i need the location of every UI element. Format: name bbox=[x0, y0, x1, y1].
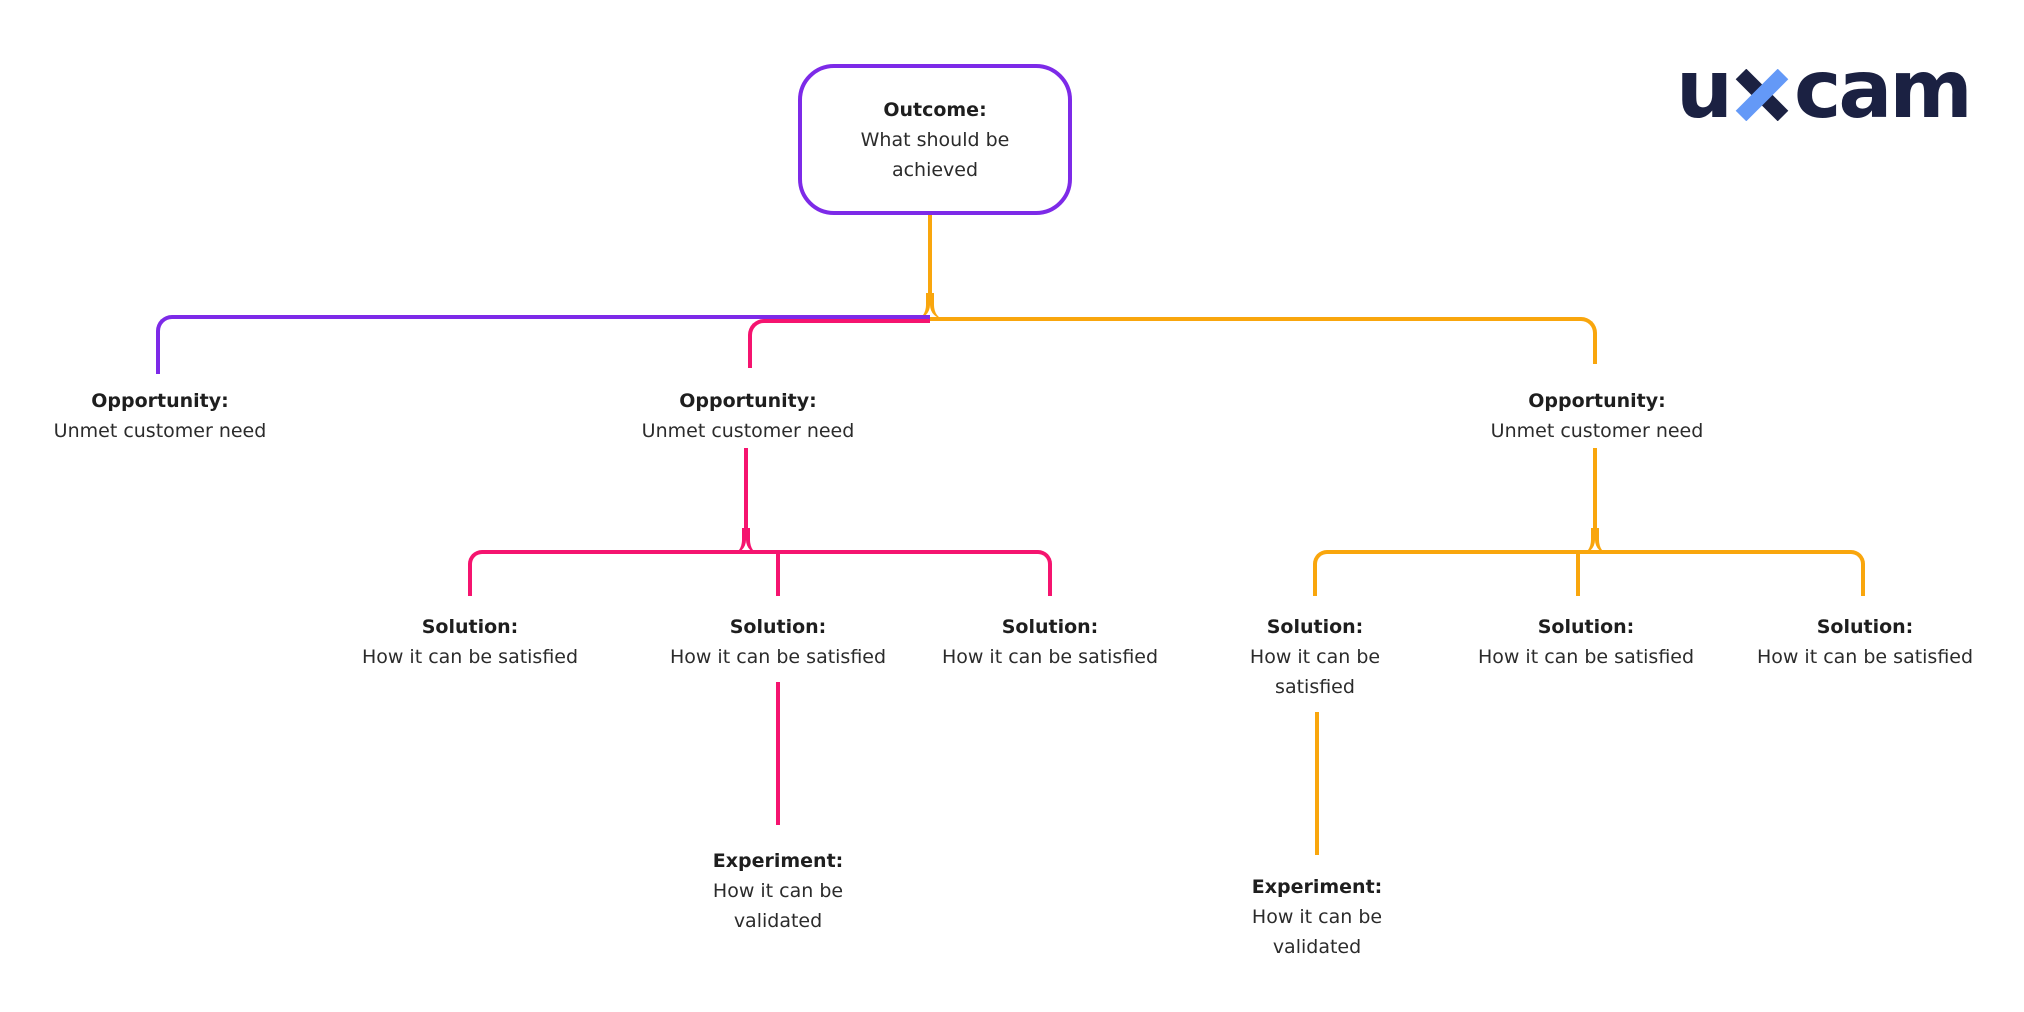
connector-orange-flare-left bbox=[1579, 528, 1595, 554]
connector-pink-split-left bbox=[468, 550, 746, 596]
connector-purple-branch bbox=[156, 315, 930, 374]
solution-desc-line2: satisfied bbox=[1275, 676, 1355, 698]
connector-pink-experiment-vertical bbox=[776, 682, 780, 825]
experiment-line2: validated bbox=[733, 910, 823, 932]
connector-pink-opportunity-vertical bbox=[744, 448, 748, 534]
uxcam-logo: u cam bbox=[1676, 43, 1973, 136]
outcome-node: Outcome: What should be achieved bbox=[798, 64, 1072, 215]
opportunity-title: Opportunity: bbox=[91, 390, 229, 412]
connector-pink-flare-right bbox=[746, 528, 762, 554]
solution-desc-line1: How it can be bbox=[1249, 646, 1381, 668]
connector-orange-split-left bbox=[1313, 550, 1595, 596]
experiment-title: Experiment: bbox=[712, 850, 844, 872]
logo-letter-u: u bbox=[1676, 43, 1733, 136]
connector-orange-opportunity-vertical bbox=[1593, 448, 1597, 534]
connector-trunk-flare-left bbox=[914, 293, 930, 319]
connector-orange-flare-right bbox=[1595, 528, 1611, 554]
connector-orange-split-middle bbox=[1576, 554, 1580, 596]
solution-desc: How it can be satisfied bbox=[1477, 646, 1695, 668]
solution-node-pink-1: Solution: How it can be satisfied bbox=[362, 612, 578, 672]
solution-node-orange-3: Solution: How it can be satisfied bbox=[1757, 612, 1973, 672]
solution-title: Solution: bbox=[729, 616, 827, 638]
solution-desc: How it can be satisfied bbox=[669, 646, 887, 668]
solution-node-orange-1: Solution: How it can be satisfied bbox=[1250, 612, 1380, 702]
connector-orange-split-right bbox=[1595, 550, 1865, 596]
solution-title: Solution: bbox=[421, 616, 519, 638]
experiment-line1: How it can be bbox=[1251, 906, 1383, 928]
logo-x-icon bbox=[1733, 54, 1791, 134]
experiment-line1: How it can be bbox=[712, 880, 844, 902]
solution-desc: How it can be satisfied bbox=[1756, 646, 1974, 668]
outcome-line1: What should be bbox=[860, 128, 1010, 151]
logo-letters-cam: cam bbox=[1793, 43, 1973, 136]
solution-title: Solution: bbox=[1537, 616, 1635, 638]
outcome-line2: achieved bbox=[891, 158, 979, 181]
connector-orange-experiment-vertical bbox=[1315, 712, 1319, 855]
solution-node-orange-2: Solution: How it can be satisfied bbox=[1478, 612, 1694, 672]
opportunity-node-right: Opportunity: Unmet customer need bbox=[1491, 386, 1704, 446]
experiment-line2: validated bbox=[1272, 936, 1362, 958]
connector-pink-flare-left bbox=[730, 528, 746, 554]
solution-desc: How it can be satisfied bbox=[361, 646, 579, 668]
solution-desc: How it can be satisfied bbox=[941, 646, 1159, 668]
connector-pink-branch bbox=[748, 319, 930, 368]
opportunity-node-left: Opportunity: Unmet customer need bbox=[54, 386, 267, 446]
experiment-node-orange: Experiment: How it can be validated bbox=[1252, 872, 1383, 962]
solution-title: Solution: bbox=[1816, 616, 1914, 638]
outcome-title: Outcome: bbox=[883, 98, 987, 121]
opportunity-desc: Unmet customer need bbox=[1490, 420, 1704, 442]
opportunity-desc: Unmet customer need bbox=[641, 420, 855, 442]
solution-title: Solution: bbox=[1001, 616, 1099, 638]
solution-node-pink-2: Solution: How it can be satisfied bbox=[670, 612, 886, 672]
solution-node-pink-3: Solution: How it can be satisfied bbox=[942, 612, 1158, 672]
opportunity-desc: Unmet customer need bbox=[53, 420, 267, 442]
connector-orange-branch bbox=[930, 317, 1597, 364]
solution-title: Solution: bbox=[1266, 616, 1364, 638]
opportunity-title: Opportunity: bbox=[1528, 390, 1666, 412]
connector-pink-split-right bbox=[746, 550, 1052, 596]
connector-trunk-flare-right bbox=[930, 293, 946, 319]
experiment-title: Experiment: bbox=[1251, 876, 1383, 898]
connector-pink-split-middle bbox=[776, 554, 780, 596]
experiment-node-pink: Experiment: How it can be validated bbox=[713, 846, 844, 936]
opportunity-title: Opportunity: bbox=[679, 390, 817, 412]
connector-trunk-vertical bbox=[928, 215, 932, 301]
opportunity-node-middle: Opportunity: Unmet customer need bbox=[642, 386, 855, 446]
